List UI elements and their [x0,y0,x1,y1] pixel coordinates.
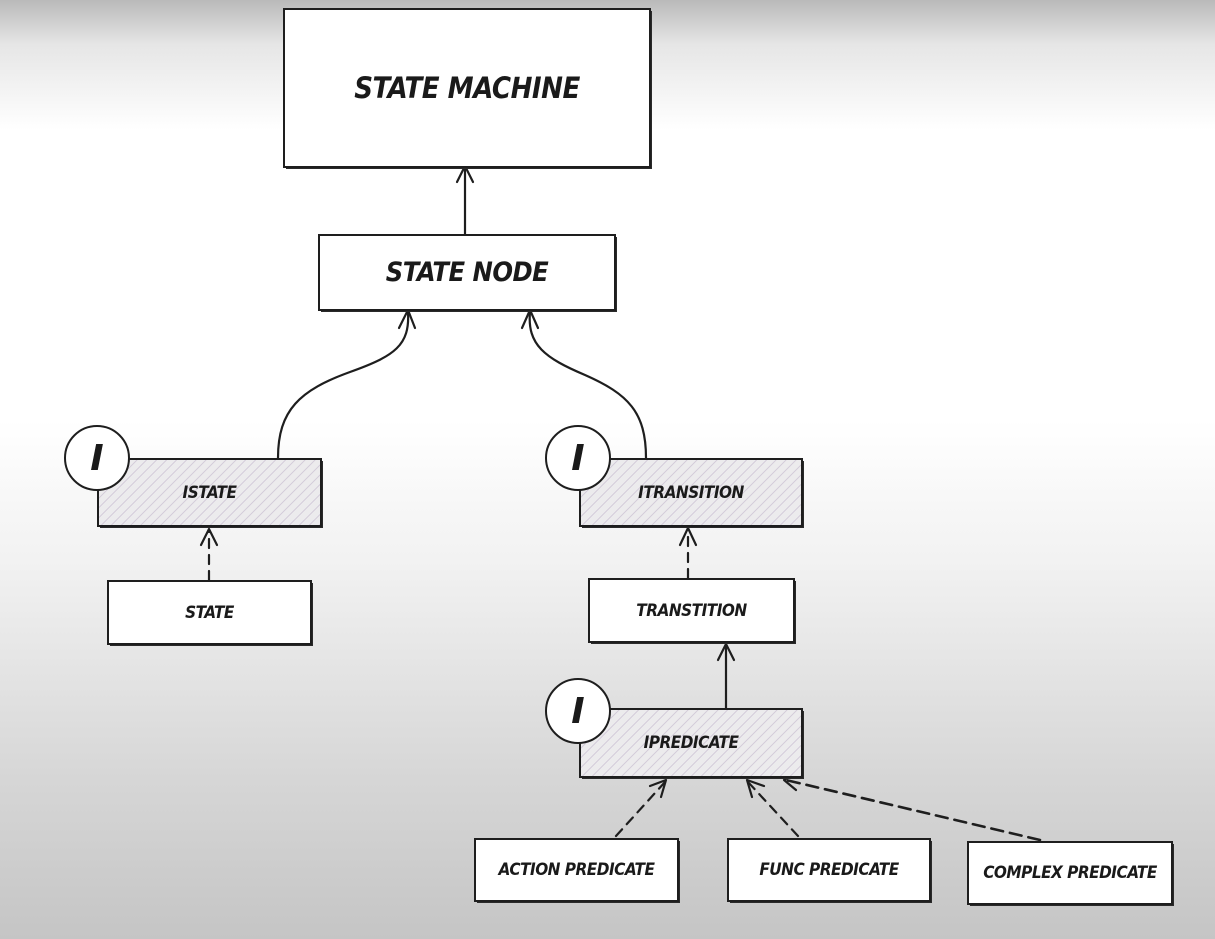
edge-istate-to-statenode [276,310,410,460]
complex-predicate-label: COMPLEX PREDICATE [983,863,1157,883]
ipredicate-node: IPREDICATE [579,708,803,778]
func-predicate-node: FUNC PREDICATE [727,838,931,902]
arrowhead-ipredicate-2 [745,778,766,799]
state-node-label: STATE NODE [385,257,549,288]
func-predicate-label: FUNC PREDICATE [759,860,899,880]
state-node-node: STATE NODE [318,234,616,311]
action-predicate-label: ACTION PREDICATE [498,860,655,880]
action-predicate-node: ACTION PREDICATE [474,838,679,902]
transition-node: TRANSTITION [588,578,795,643]
edge-funcpredicate-to-ipredicate [746,780,800,838]
state-node: STATE [107,580,312,645]
arrowhead-ipredicate-1 [648,778,668,799]
itransition-interface-badge: I [545,425,611,491]
istate-interface-badge: I [64,425,130,491]
interface-badge-text: I [90,437,104,479]
itransition-node: ITRANSITION [579,458,803,527]
state-machine-node: STATE MACHINE [283,8,651,168]
ipredicate-label: IPREDICATE [643,733,739,753]
arrowhead-itransition [678,526,698,547]
arrowhead-istate [199,527,219,547]
istate-node: ISTATE [97,458,322,527]
istate-label: ISTATE [182,482,237,503]
edge-actionpredicate-to-ipredicate [614,780,667,838]
interface-badge-text: I [571,690,585,732]
transition-label: TRANSTITION [636,600,747,621]
arrowhead-transition [716,642,736,662]
interface-badge-text: I [571,437,585,479]
state-machine-label: STATE MACHINE [354,71,580,105]
edge-itransition-to-statenode [528,310,648,460]
edge-complexpredicate-to-ipredicate [784,778,1042,842]
itransition-label: ITRANSITION [638,482,744,503]
complex-predicate-node: COMPLEX PREDICATE [967,841,1173,905]
ipredicate-interface-badge: I [545,678,611,744]
state-label: STATE [185,602,234,623]
